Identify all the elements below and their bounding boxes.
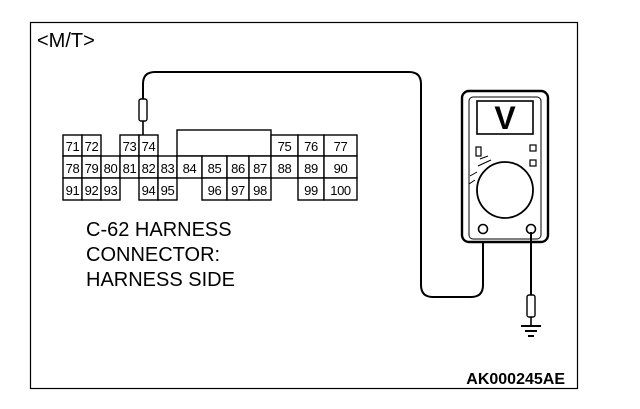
transmission-type-label: <M/T> — [37, 30, 95, 52]
mode-indicator — [529, 159, 537, 167]
connector-pin-100: 100 — [323, 177, 358, 201]
pin-label: 96 — [208, 183, 222, 198]
pin-label: 75 — [278, 139, 292, 154]
pin-label: 90 — [334, 161, 348, 176]
pin-label: 100 — [330, 183, 351, 198]
connector-pin-80: 80 — [100, 155, 121, 179]
pin-label: 82 — [142, 161, 156, 176]
connector-pin-92: 92 — [81, 177, 102, 201]
meter-display — [476, 100, 534, 135]
connector-caption-line-2: CONNECTOR: — [86, 244, 220, 266]
connector-pin-86: 86 — [226, 155, 250, 179]
connector-pin-85: 85 — [201, 155, 228, 179]
ground-icon — [521, 325, 541, 337]
pin-label: 98 — [253, 183, 267, 198]
pin-label: 78 — [66, 161, 80, 176]
connector-pin-73: 73 — [119, 134, 140, 157]
mode-indicator — [529, 144, 537, 152]
figure-code: AK000245AE — [466, 371, 565, 388]
pin-label: 92 — [85, 183, 99, 198]
connector-pin-83: 83 — [157, 155, 178, 179]
connector-pin-89: 89 — [297, 155, 325, 179]
connector-pin-74: 74 — [138, 134, 159, 157]
connector-pin-95: 95 — [157, 177, 178, 201]
connector-pin-96: 96 — [201, 177, 228, 201]
connector-pin-79: 79 — [81, 155, 102, 179]
pin-label: 84 — [183, 161, 197, 176]
pin-label: 81 — [123, 161, 137, 176]
diagram-frame — [29, 21, 579, 390]
pin-label: 73 — [123, 139, 137, 154]
pin-label: 97 — [231, 183, 245, 198]
connector-pin-76: 76 — [297, 134, 325, 157]
pin-label: 93 — [104, 183, 118, 198]
pin-label: 74 — [142, 139, 156, 154]
range-dial[interactable] — [476, 161, 534, 219]
connector-pin-71: 71 — [62, 134, 83, 157]
pin-label: 80 — [104, 161, 118, 176]
pin-label: 86 — [231, 161, 245, 176]
connector-pin-90: 90 — [323, 155, 358, 179]
meter-terminal-negative[interactable] — [477, 223, 489, 235]
connector-pin-98: 98 — [248, 177, 272, 201]
pin-label: 71 — [66, 139, 80, 154]
connector-pin-87: 87 — [248, 155, 272, 179]
connector-pin-84: 84 — [176, 155, 203, 179]
pin-label: 76 — [304, 139, 318, 154]
connector-pin-97: 97 — [226, 177, 250, 201]
voltmeter: V — [460, 89, 550, 244]
probe-lead-wire — [142, 71, 484, 298]
connector-pin-99: 99 — [297, 177, 325, 201]
pin-label: 77 — [334, 139, 348, 154]
harness-connector: 71 72 73 74 75 76 77 78 79 80 81 82 83 84 85 86 87 88 89 90… — [62, 129, 358, 201]
connector-pin-88: 88 — [270, 155, 299, 179]
pin-label: 72 — [85, 139, 99, 154]
pin-label: 83 — [161, 161, 175, 176]
connector-caption-line-1: C-62 HARNESS — [86, 219, 232, 241]
pin-label: 99 — [304, 183, 318, 198]
connector-pin-72: 72 — [81, 134, 102, 157]
pin-label: 87 — [253, 161, 267, 176]
mode-indicator — [475, 146, 482, 157]
ground-lead — [526, 232, 536, 326]
connector-pin-77: 77 — [323, 134, 358, 157]
connector-pin-75: 75 — [270, 134, 299, 157]
pin-label: 79 — [85, 161, 99, 176]
pin-label: 91 — [66, 183, 80, 198]
voltage-symbol: V — [494, 100, 516, 136]
connector-pin-78: 78 — [62, 155, 83, 179]
pin-label: 88 — [278, 161, 292, 176]
pin-label: 94 — [142, 183, 156, 198]
connector-pin-93: 93 — [100, 177, 121, 201]
pin-label: 85 — [208, 161, 222, 176]
pin-label: 89 — [304, 161, 318, 176]
test-probe — [138, 98, 148, 135]
pin-label: 95 — [161, 183, 175, 198]
connector-key-cavity — [176, 129, 272, 157]
connector-pin-81: 81 — [119, 155, 140, 179]
connector-caption-line-3: HARNESS SIDE — [86, 269, 235, 291]
connector-pin-94: 94 — [138, 177, 159, 201]
connector-pin-91: 91 — [62, 177, 83, 201]
connector-pin-82: 82 — [138, 155, 159, 179]
